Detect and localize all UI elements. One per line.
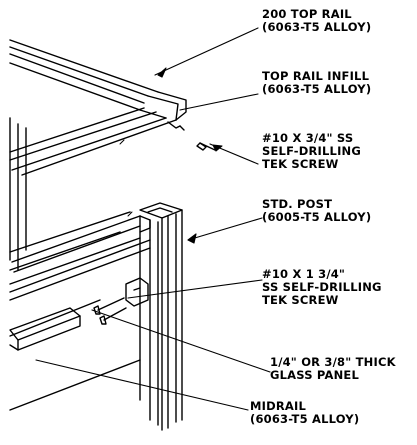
callout-std-post-line2: (6005-T5 ALLOY) [262, 210, 372, 224]
top-rail-infill [167, 121, 185, 131]
rail-bracket [125, 277, 149, 307]
callout-screw-short-line1: #10 X 3/4" SS [262, 131, 354, 145]
screw-long-lower [99, 307, 127, 325]
callout-midrail-line2: (6063-T5 ALLOY) [250, 412, 360, 426]
callout-screw-long-line3: TEK SCREW [262, 293, 339, 307]
lower-top-channel [9, 211, 151, 273]
callout-glass-panel: 1/4" OR 3/8" THICK GLASS PANEL [270, 356, 396, 382]
callout-top-rail-infill: TOP RAIL INFILL (6063-T5 ALLOY) [262, 70, 371, 96]
leader-lines [35, 27, 271, 411]
detail-accents [119, 139, 133, 217]
callout-top-rail-infill-line2: (6063-T5 ALLOY) [262, 82, 372, 96]
standard-post [139, 202, 183, 431]
screw-short [196, 142, 216, 151]
callout-std-post-line1: STD. POST [262, 197, 333, 211]
callout-top-rail: 200 TOP RAIL (6063-T5 ALLOY) [262, 8, 371, 34]
callout-top-rail-line1: 200 TOP RAIL [262, 7, 352, 21]
mid-channel [9, 237, 151, 301]
callout-screw-long-line2: SS SELF-DRILLING [262, 280, 382, 294]
back-posts [9, 117, 27, 271]
callout-top-rail-line2: (6063-T5 ALLOY) [262, 20, 372, 34]
callout-screw-long-line1: #10 X 1 3/4" [262, 267, 346, 281]
callout-screw-short-line2: SELF-DRILLING [262, 144, 362, 158]
screw-long-upper [93, 297, 125, 315]
callout-top-rail-infill-line1: TOP RAIL INFILL [262, 69, 370, 83]
callout-midrail-line1: MIDRAIL [250, 399, 307, 413]
top-rail-back [9, 39, 159, 111]
callout-screw-long: #10 X 1 3/4" SS SELF-DRILLING TEK SCREW [262, 268, 382, 307]
top-rail-corner [139, 91, 187, 121]
callout-glass-panel-line2: GLASS PANEL [270, 368, 360, 382]
top-rail-front [9, 107, 177, 176]
callout-screw-short-line3: TEK SCREW [262, 157, 339, 171]
midrail [9, 307, 81, 351]
callout-std-post: STD. POST (6005-T5 ALLOY) [262, 198, 371, 224]
glass-panel [9, 299, 141, 411]
callout-screw-short: #10 X 3/4" SS SELF-DRILLING TEK SCREW [262, 132, 361, 171]
callout-glass-panel-line1: 1/4" OR 3/8" THICK [270, 355, 396, 369]
callout-midrail: MIDRAIL (6063-T5 ALLOY) [250, 400, 359, 426]
